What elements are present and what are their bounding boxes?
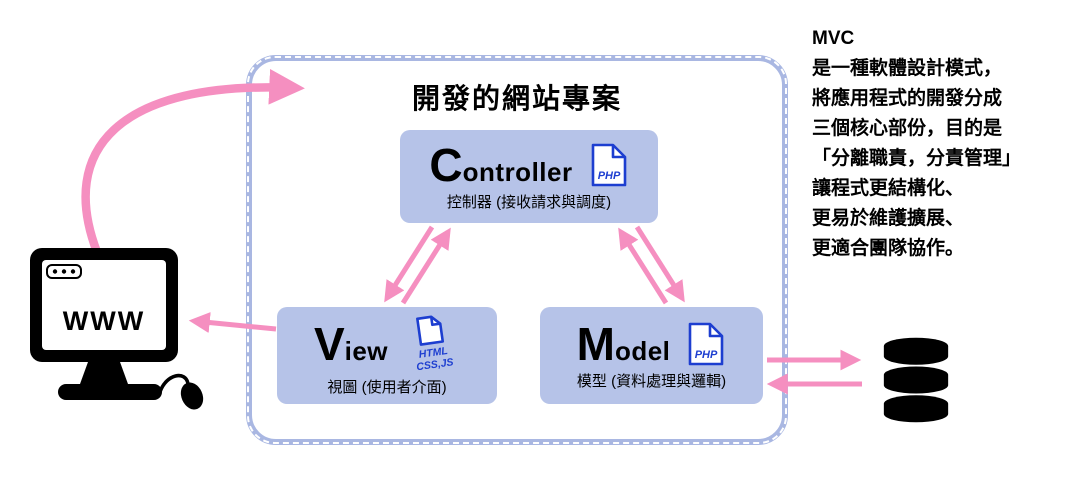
html-file-icon: HTML CSS,JS (416, 315, 455, 373)
db-disk (883, 366, 949, 394)
file-type-label-html: HTML (418, 344, 449, 360)
project-title: 開發的網站專案 (411, 83, 622, 114)
file-type-label: PHP (597, 170, 620, 182)
model-subtitle: 模型 (資料處理與邏輯) (576, 372, 727, 390)
browser-dot (61, 269, 67, 274)
file-fold (611, 144, 625, 158)
file-outline (591, 143, 626, 186)
view-subtitle: 視圖 (使用者介面) (327, 378, 447, 396)
mouse-cable (158, 373, 190, 393)
file-type-label: PHP (695, 349, 718, 361)
note-line: 是一種軟體設計模式， (812, 58, 1003, 79)
controller-subtitle: 控制器 (接收請求與調度) (446, 193, 612, 211)
note-line: 將應用程式的開發分成 (812, 88, 1003, 109)
file-outline (416, 315, 445, 346)
monitor-screen (42, 260, 166, 350)
browser-dot (52, 269, 58, 274)
note-line: 更易於維護擴展、 (812, 208, 965, 229)
mvc-description: MVC 是一種軟體設計模式， 將應用程式的開發分成 三個核心部份，目的是 「分離… (812, 24, 1064, 264)
mouse-icon (180, 382, 204, 410)
file-type-label-cssjs: CSS,JS (416, 356, 455, 373)
database-icon (883, 337, 949, 423)
monitor-stand (80, 362, 128, 384)
note-line: 三個核心部份，目的是 (812, 118, 1003, 139)
db-disk (883, 337, 949, 365)
monitor-base (58, 384, 162, 400)
computer-icon: WWW (30, 248, 204, 410)
php-file-icon: PHP (689, 322, 724, 365)
browser-dot (70, 269, 76, 274)
note-title: MVC (812, 28, 855, 49)
note-line: 「分離職責，分責管理」 (812, 148, 1022, 169)
note-line: 讓程式更結構化、 (812, 178, 965, 199)
db-disk (883, 395, 949, 423)
note-line: 更適合團隊協作。 (812, 238, 965, 259)
file-outline (689, 322, 724, 365)
php-file-icon: PHP (591, 143, 626, 186)
file-fold (429, 316, 441, 326)
www-label: WWW (63, 306, 145, 336)
file-fold (709, 323, 723, 337)
